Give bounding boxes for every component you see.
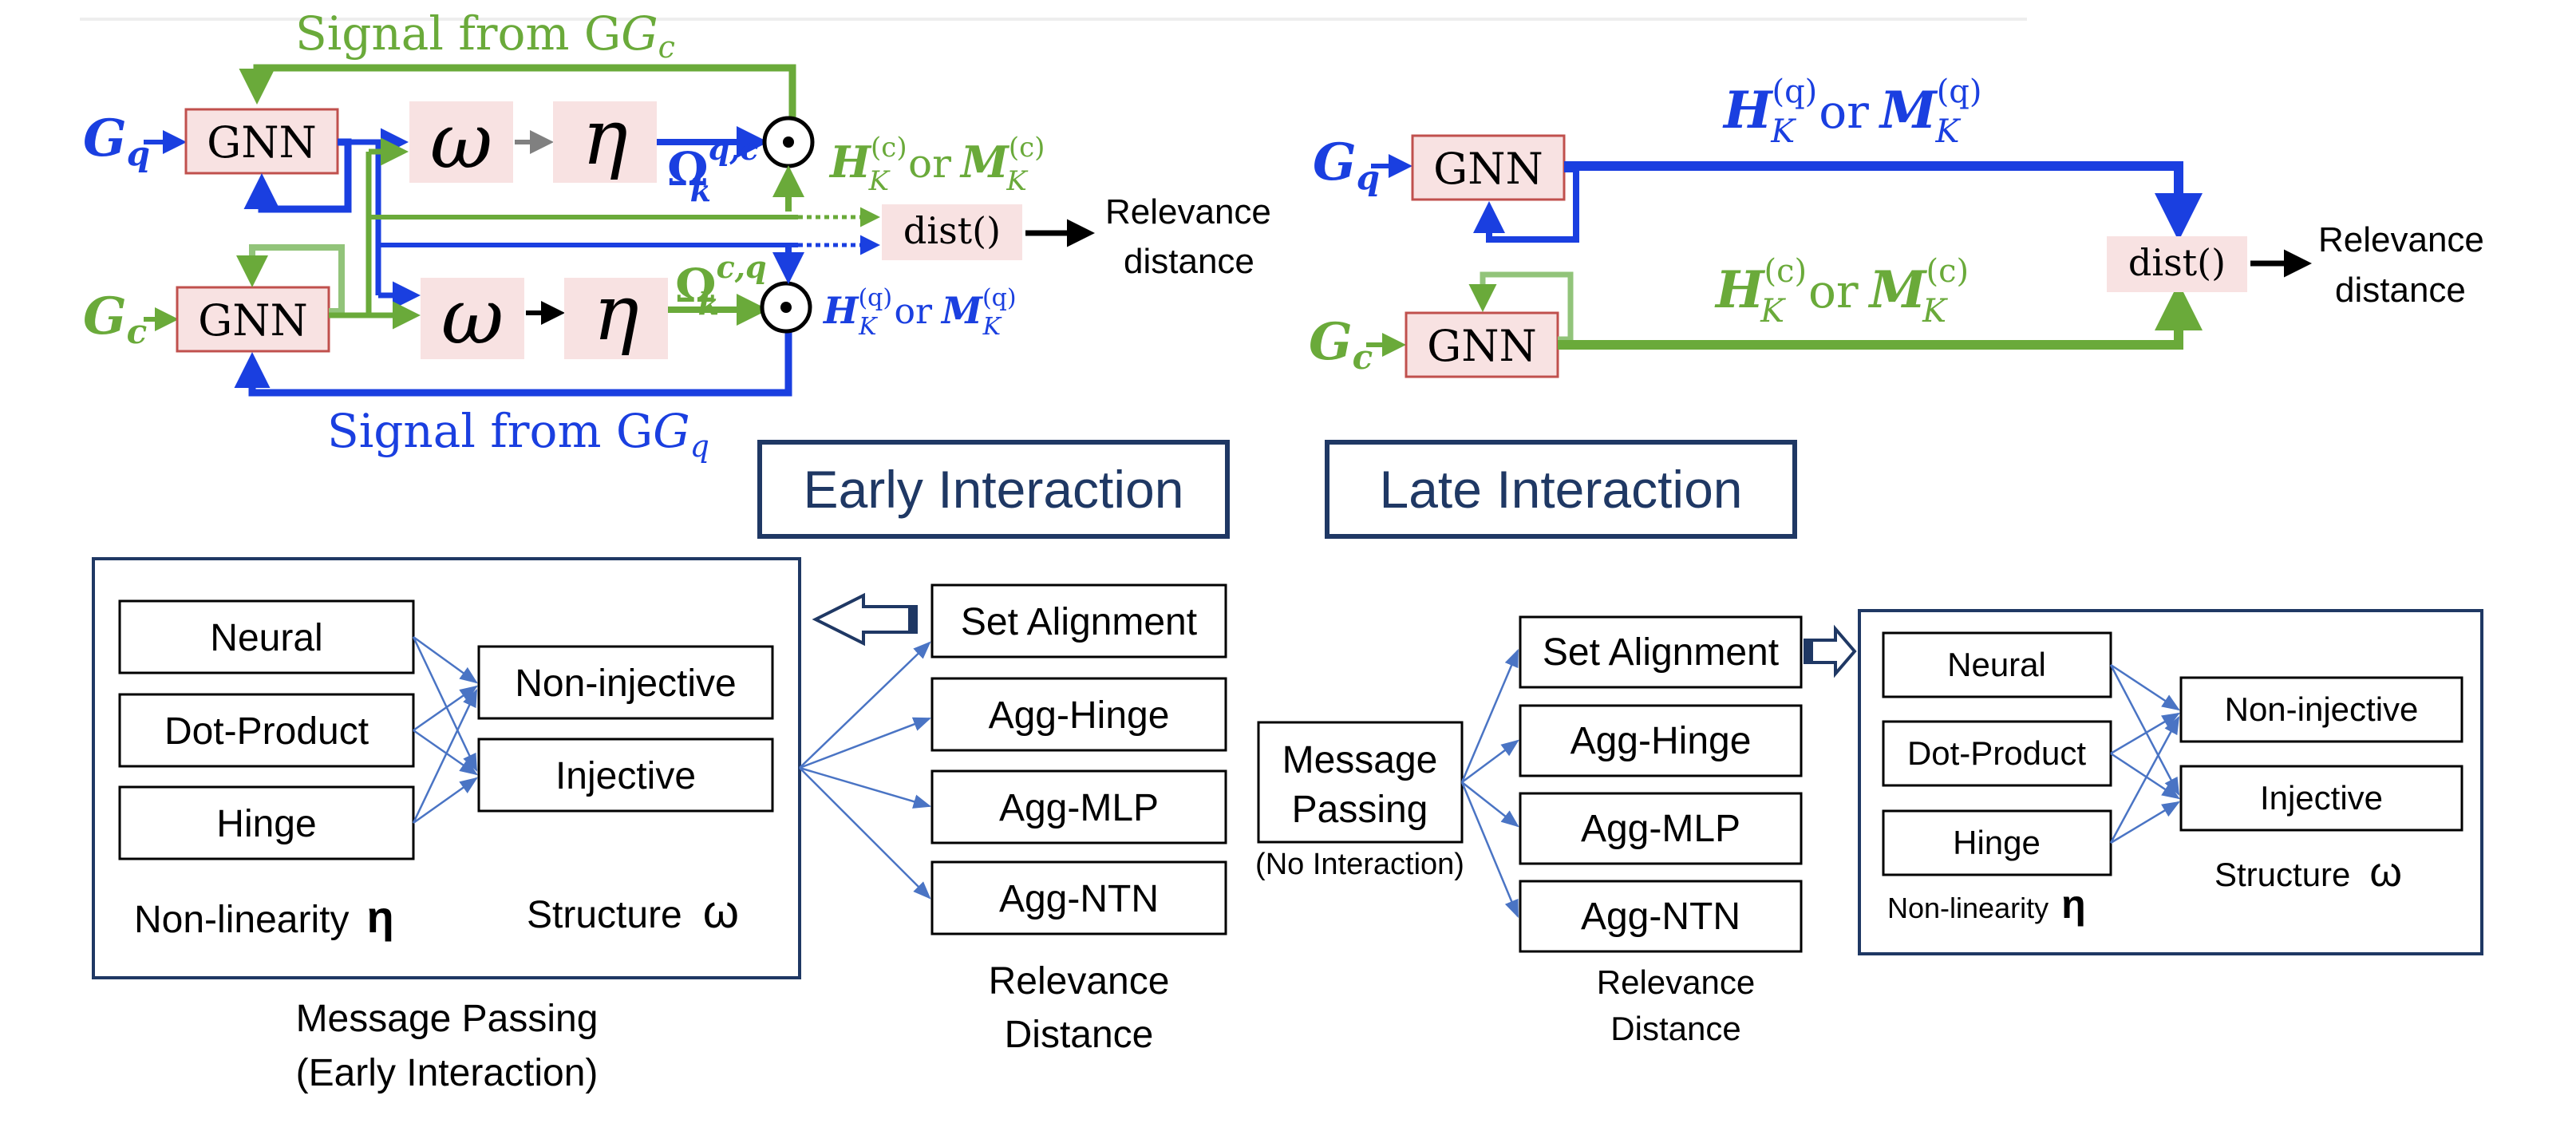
late-rel-aggntn-label: Agg-NTN: [1581, 896, 1740, 938]
early-dist-label: dist(): [903, 209, 1001, 252]
late-gc-input: Gc: [1309, 312, 1373, 377]
late-nl-hinge-box: [1882, 809, 2112, 876]
early-dist-box: [882, 204, 1022, 260]
early-rel-caption-1: Relevance: [989, 960, 1170, 1003]
late-gnn-c-label: GNN: [1427, 321, 1537, 371]
early-eta-bottom: η: [593, 268, 639, 358]
early-gc-input: Gc: [83, 287, 147, 351]
early-gnn-q-label: GNN: [207, 117, 317, 168]
late-rel-agghinge-label: Agg-Hinge: [1570, 720, 1752, 762]
late-mp-line2: Passing: [1292, 789, 1428, 831]
late-dist-label: dist(): [2128, 241, 2226, 284]
early-relevance-line1: Relevance: [1105, 192, 1271, 231]
late-mp-box: [1257, 721, 1464, 844]
late-design-tree: Message Passing (No Interaction) Set Ali…: [1255, 609, 2483, 1047]
late-rel-setalign-box: [1519, 615, 1803, 689]
late-rel-aggntn-box: [1519, 880, 1803, 953]
early-eta-top-box: [553, 101, 657, 183]
early-st-noninjective-label: Non-injective: [515, 662, 736, 705]
early-omega-bottom: ω: [441, 272, 504, 362]
late-nl-dotproduct-label: Dot-Product: [1907, 734, 2086, 772]
late-rel-agghinge-box: [1519, 704, 1803, 777]
early-rel-aggntn-label: Agg-NTN: [999, 878, 1159, 920]
early-rel-setalign-label: Set Alignment: [961, 601, 1197, 643]
early-st-noninjective-box: [477, 645, 774, 720]
early-relevance-line2: distance: [1124, 242, 1254, 281]
early-mp-caption-1: Message Passing: [296, 998, 599, 1040]
early-interaction-title-box: [757, 440, 1230, 539]
early-interaction-diagram: Signal from GGc Signal from GGq Gq Gc GN…: [83, 6, 1271, 464]
early-rel-aggmlp-box: [930, 769, 1227, 844]
early-st-injective-box: [477, 738, 774, 813]
late-rel-aggmlp-label: Agg-MLP: [1581, 808, 1740, 850]
early-eta-bottom-box: [564, 278, 668, 359]
late-rel-setalign-label: Set Alignment: [1543, 631, 1779, 674]
late-mp-line1: Message: [1282, 739, 1438, 781]
late-st-noninjective-box: [2179, 676, 2463, 743]
late-rel-caption-2: Distance: [1610, 1010, 1740, 1047]
late-nl-hinge-label: Hinge: [1953, 824, 2041, 861]
late-gq-input: Gq: [1313, 132, 1380, 197]
late-relevance-line1: Relevance: [2318, 220, 2484, 259]
early-nl-dotproduct-box: [118, 693, 415, 768]
early-nl-neural-box: [118, 599, 415, 674]
early-omega-top-box: [409, 101, 513, 183]
late-st-injective-label: Injective: [2260, 779, 2383, 817]
early-nl-hinge-label: Hinge: [216, 803, 316, 845]
early-gnn-c-label: GNN: [198, 295, 308, 346]
early-rel-setalign-box: [930, 583, 1227, 659]
late-st-noninjective-label: Non-injective: [2225, 690, 2419, 728]
early-design-tree: Neural Dot-Product Hinge Non-injective I…: [92, 557, 1227, 1094]
late-interaction-title: Late Interaction: [1380, 460, 1743, 519]
late-panel: [1858, 609, 2483, 955]
signal-from-gc-label: Signal from GGc: [295, 6, 675, 65]
early-eta-top: η: [582, 93, 628, 182]
early-omega-bottom-box: [421, 278, 524, 359]
late-mp-note: (No Interaction): [1255, 848, 1464, 881]
early-omega-top: ω: [430, 97, 492, 186]
early-gq-input: Gq: [83, 109, 150, 173]
early-st-injective-label: Injective: [555, 755, 696, 797]
early-rel-agghinge-label: Agg-Hinge: [989, 694, 1170, 737]
late-relevance-line2: distance: [2335, 271, 2466, 310]
late-rel-caption-1: Relevance: [1597, 963, 1755, 1001]
early-nl-dotproduct-label: Dot-Product: [164, 710, 369, 753]
late-rel-aggmlp-box: [1519, 792, 1803, 865]
early-hollow-arrow: [812, 592, 918, 647]
late-dist-box: [2107, 236, 2247, 292]
early-rel-agghinge-box: [930, 677, 1227, 752]
signal-from-gq-label: Signal from GGq: [327, 404, 709, 464]
early-rel-caption-2: Distance: [1005, 1014, 1154, 1056]
late-nl-neural-label: Neural: [1947, 646, 2046, 683]
early-rel-aggmlp-label: Agg-MLP: [999, 787, 1159, 829]
late-gnn-c-box: [1405, 311, 1559, 378]
early-interaction-title: Early Interaction: [804, 460, 1184, 519]
early-rel-aggntn-box: [930, 860, 1227, 935]
late-nl-dotproduct-box: [1882, 720, 2112, 787]
late-gnn-q-label: GNN: [1433, 144, 1543, 194]
early-gnn-q-box: [184, 108, 339, 175]
early-mp-caption-2: (Early Interaction): [296, 1052, 599, 1094]
early-gnn-c-box: [176, 286, 330, 353]
late-st-injective-box: [2179, 765, 2463, 832]
early-nl-neural-label: Neural: [210, 617, 322, 659]
late-interaction-title-box: [1325, 440, 1797, 539]
